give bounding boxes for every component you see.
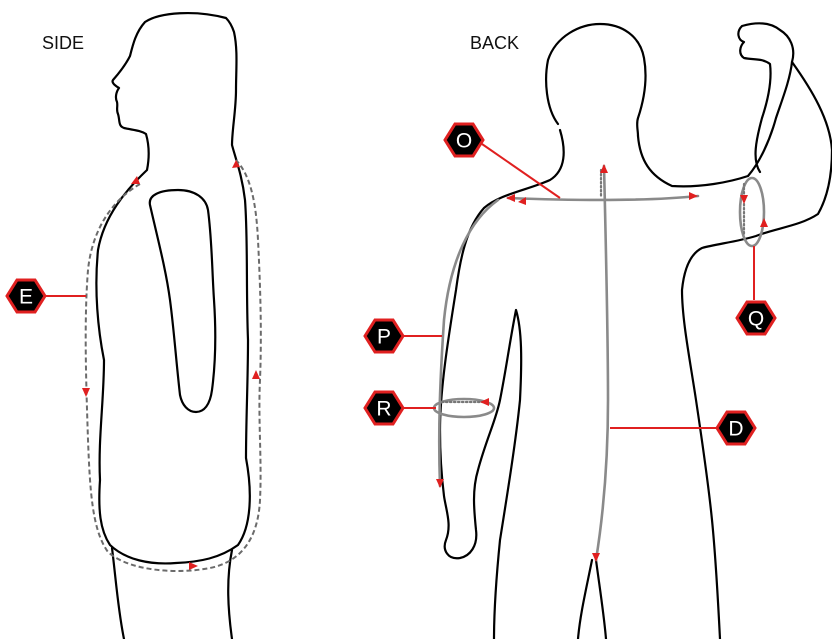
badge-d-letter: D: [728, 418, 743, 441]
badge-d: D: [717, 412, 755, 444]
side-view-label: SIDE: [42, 33, 84, 53]
badge-r: R: [365, 392, 403, 424]
arrow-e-back: [252, 370, 260, 379]
arrow-o-right: [689, 192, 698, 200]
back-leg-left: [578, 560, 592, 639]
badge-o: O: [445, 124, 483, 156]
arrow-q-up: [760, 218, 768, 227]
badge-q: Q: [737, 302, 775, 334]
back-upper-arm-outline: [682, 62, 832, 639]
badge-e-letter: E: [19, 286, 33, 309]
badge-q-letter: Q: [748, 308, 764, 331]
side-leg-front: [112, 548, 124, 639]
arrow-r: [480, 398, 489, 406]
side-body-outline: [96, 13, 249, 563]
arrow-e-front: [82, 388, 90, 397]
badge-p-letter: P: [377, 326, 391, 349]
back-measure-spine-d: [596, 166, 608, 560]
badge-p: P: [365, 320, 403, 352]
arrow-d-bottom: [592, 553, 600, 562]
back-left-side-outline: [440, 130, 564, 639]
back-view-label: BACK: [470, 33, 519, 53]
back-right-side-outline: [638, 23, 793, 186]
badge-e: E: [7, 280, 45, 312]
side-leg-back: [228, 550, 232, 639]
back-measure-shoulder-o: [508, 196, 698, 200]
back-leg-right: [596, 560, 606, 639]
badge-o-letter: O: [456, 130, 472, 153]
side-measure-loop-e: [86, 160, 261, 571]
back-figure: [434, 23, 832, 639]
arrow-e-bottom: [189, 562, 198, 570]
badge-r-letter: R: [376, 398, 391, 421]
arrow-d-top: [600, 164, 608, 173]
arrow-e-shoulder: [232, 160, 240, 168]
side-figure: [82, 13, 261, 639]
side-arm-outline: [150, 190, 216, 412]
back-head-outline: [546, 24, 645, 136]
